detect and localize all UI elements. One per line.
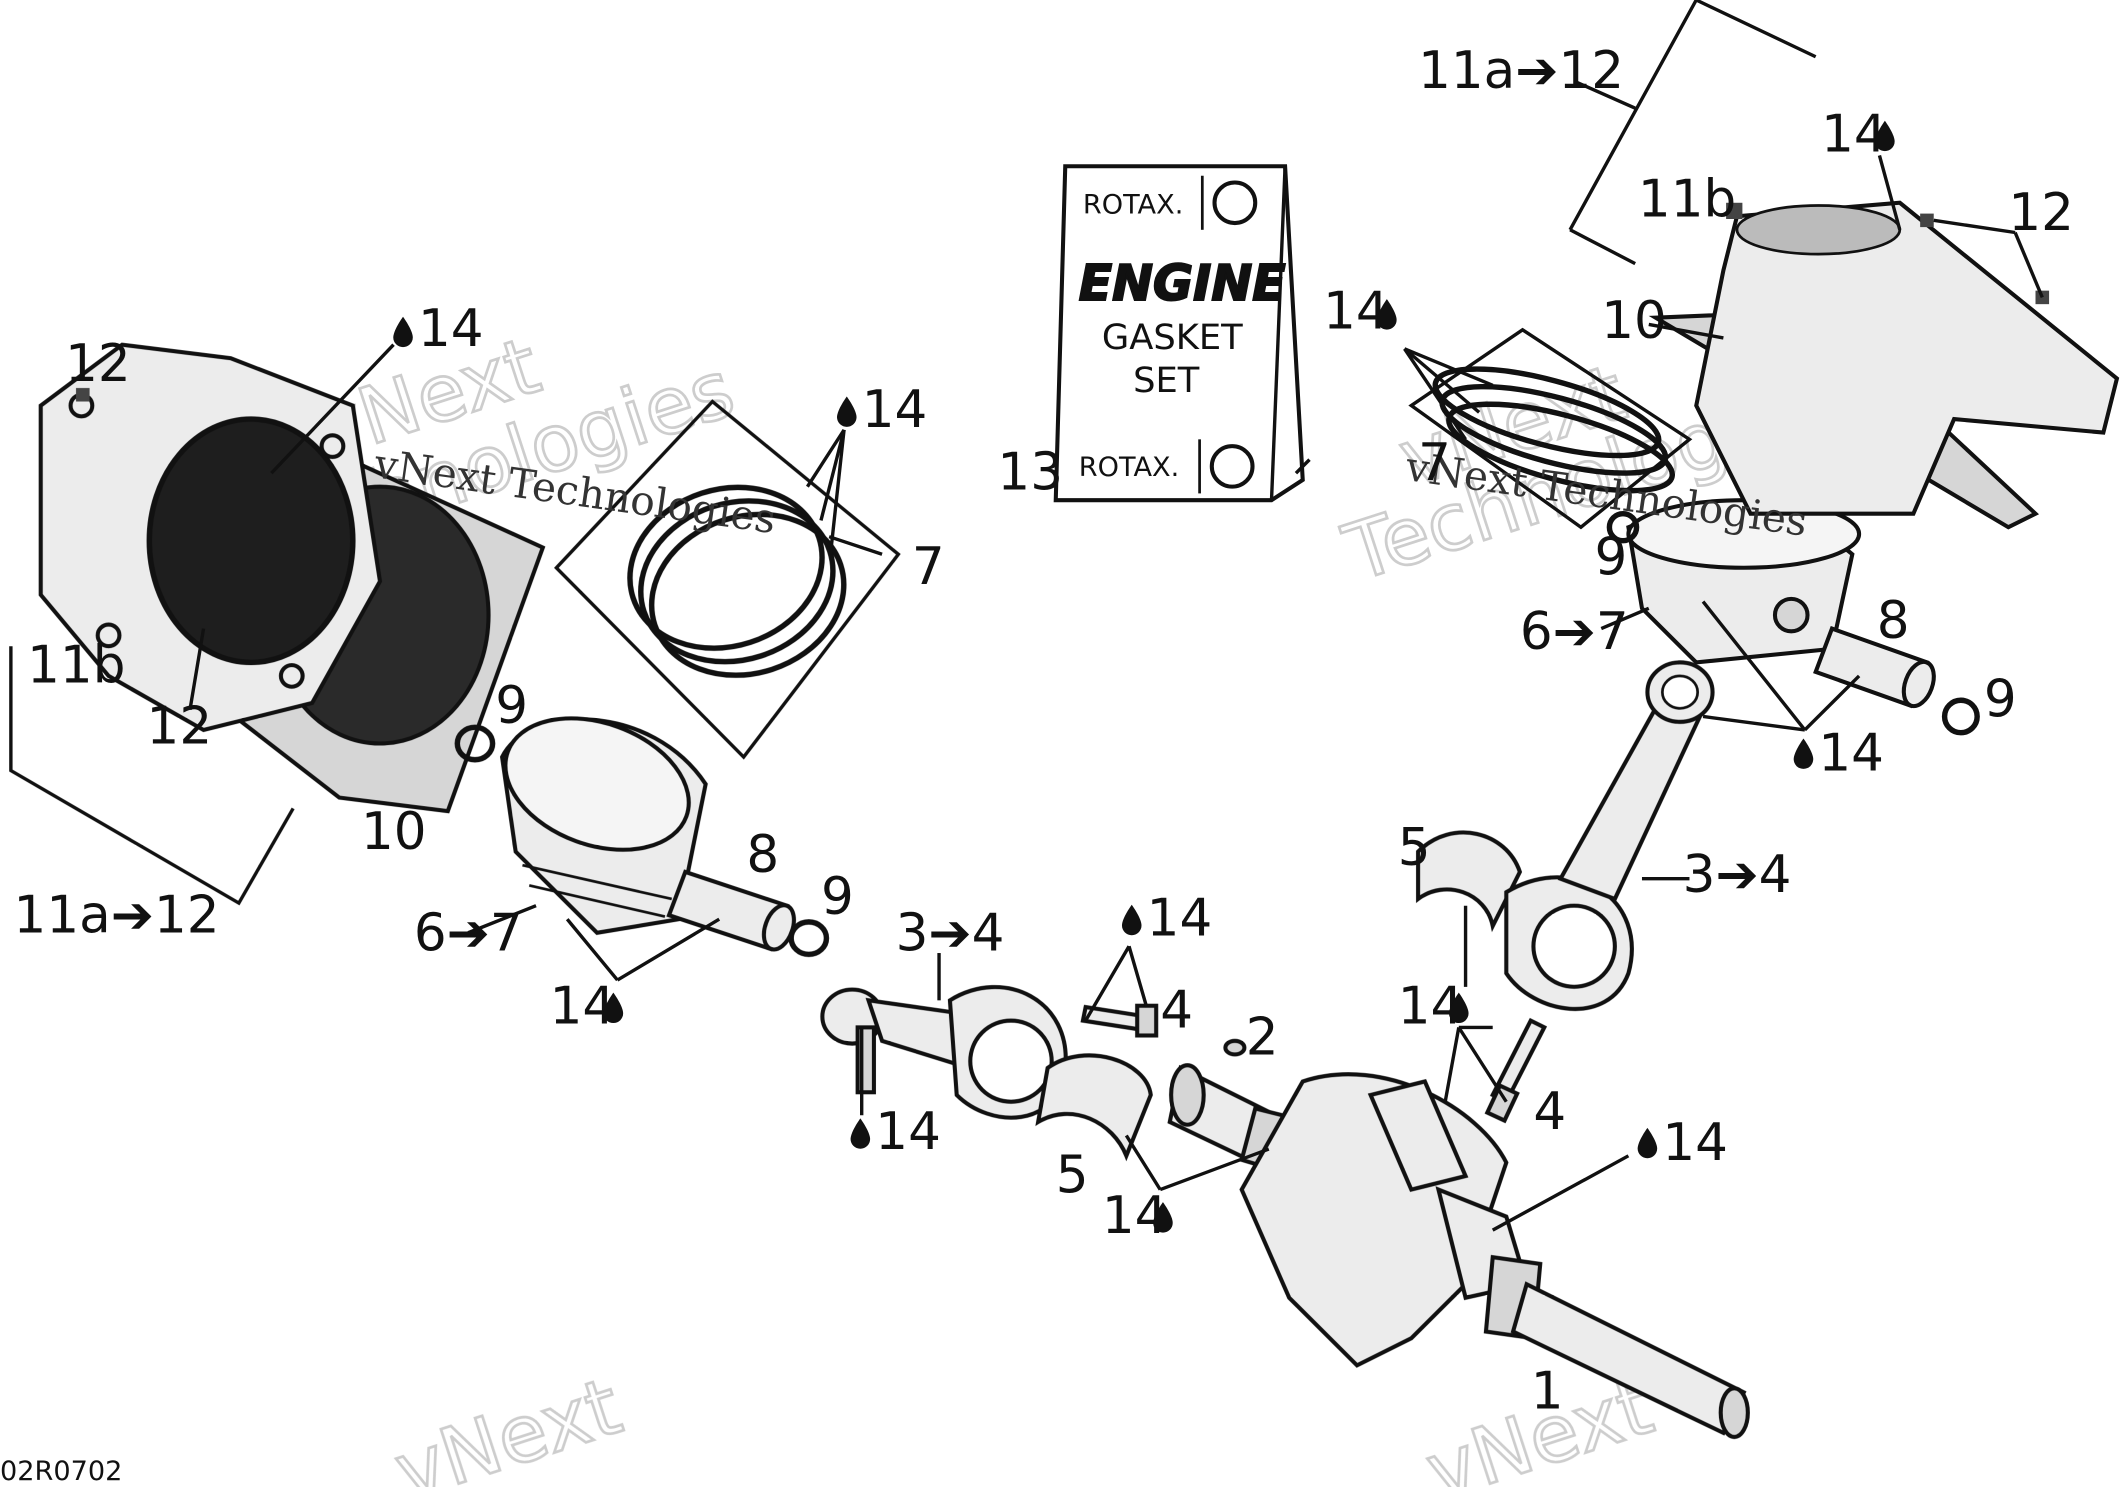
oil-drop-icon bbox=[850, 1118, 871, 1149]
left-connecting-rod bbox=[820, 985, 1068, 1120]
oil-drop-icon bbox=[1793, 738, 1814, 769]
callout-11a-12-top: 11a➔12 bbox=[1418, 41, 1624, 101]
callout-10-left: 10 bbox=[361, 802, 427, 862]
callout-12-left-2: 12 bbox=[147, 697, 213, 757]
left-circlip-a bbox=[454, 724, 496, 763]
callout-14-pin-left: 14 bbox=[550, 976, 616, 1036]
callout-9-right: 9 bbox=[1984, 670, 2017, 730]
callout-7-left: 7 bbox=[912, 537, 945, 597]
callout-4-left: 4 bbox=[1160, 980, 1193, 1040]
oil-drop-icon bbox=[393, 316, 413, 348]
kit-brand-top: ROTAX. bbox=[1083, 190, 1183, 221]
engine-gasket-set-kit: ROTAX. ENGINE GASKET SET ROTAX. bbox=[1053, 164, 1305, 503]
callout-14-rod-left: 14 bbox=[875, 1102, 941, 1162]
callout-14-pin-right: 14 bbox=[1818, 724, 1884, 784]
right-connecting-rod bbox=[1504, 660, 1715, 1011]
callout-14-top: 14 bbox=[1821, 104, 1887, 164]
callout-1: 1 bbox=[1531, 1362, 1564, 1422]
callout-8-left: 8 bbox=[746, 825, 779, 885]
callout-9-left: 9 bbox=[495, 676, 528, 736]
right-circlip-b bbox=[1941, 697, 1980, 736]
right-rod-bolt bbox=[1484, 1017, 1548, 1124]
woodruff-key bbox=[1223, 1038, 1247, 1057]
left-dowel-pin bbox=[75, 387, 90, 402]
callout-14-rings-right: 14 bbox=[1323, 282, 1389, 342]
right-rod-bearing bbox=[1416, 830, 1523, 933]
oil-drop-icon bbox=[1121, 904, 1142, 936]
callout-9-right-top: 9 bbox=[1594, 528, 1627, 588]
kit-title-gasket: GASKET bbox=[1102, 317, 1243, 358]
callout-11a-12-left: 11a➔12 bbox=[14, 886, 220, 946]
callout-5-left: 5 bbox=[1056, 1145, 1089, 1205]
callout-8-right: 8 bbox=[1877, 591, 1910, 651]
watermark-big-vnext-bl: vNext bbox=[385, 1360, 632, 1487]
left-kit-bracket bbox=[9, 646, 295, 906]
callout-12-top: 12 bbox=[2008, 183, 2074, 243]
callout-11b-top: 11b bbox=[1638, 169, 1736, 229]
right-circlip-a bbox=[1606, 510, 1640, 544]
callout-6-7-right: 6➔7 bbox=[1520, 602, 1629, 662]
callout-12-left: 12 bbox=[65, 334, 131, 394]
callout-14-left: 14 bbox=[418, 299, 484, 359]
callout-10-top: 10 bbox=[1601, 291, 1667, 351]
callout-3-4-left: 3➔4 bbox=[896, 903, 1005, 963]
leader-lines bbox=[188, 79, 2044, 1232]
left-circlip-b bbox=[788, 919, 830, 958]
callout-5-right: 5 bbox=[1398, 818, 1431, 878]
rotax-logo-icon-bottom bbox=[1209, 444, 1255, 489]
kit-title-set: SET bbox=[1133, 360, 1200, 401]
left-rings-box bbox=[554, 399, 901, 760]
right-cylinder bbox=[1694, 200, 2120, 516]
callout-14-rings-left: 14 bbox=[862, 380, 928, 440]
kit-title-engine: ENGINE bbox=[1079, 256, 1286, 312]
kit-brand-bottom: ROTAX. bbox=[1079, 452, 1179, 483]
callout-4-right: 4 bbox=[1533, 1082, 1566, 1142]
right-dowel-pin bbox=[1726, 202, 1743, 219]
oil-drop-icon bbox=[837, 396, 857, 427]
callout-14-bolt: 14 bbox=[1147, 889, 1213, 949]
callout-7-right: 7 bbox=[1418, 433, 1451, 493]
left-cylinder-bore bbox=[146, 416, 356, 666]
left-piston-pin bbox=[666, 869, 796, 952]
oil-drop-icon bbox=[1637, 1127, 1658, 1159]
callout-2: 2 bbox=[1246, 1008, 1279, 1068]
callout-6-7-left: 6➔7 bbox=[414, 903, 523, 963]
callout-3-4-right: 3➔4 bbox=[1683, 845, 1792, 905]
callout-11b-left: 11b bbox=[27, 636, 125, 696]
right-piston-pin bbox=[1813, 626, 1936, 709]
right-cylinder-block bbox=[1568, 0, 2120, 530]
left-piston bbox=[499, 716, 708, 935]
crankshaft bbox=[1167, 1063, 1750, 1440]
right-piston-rings bbox=[1408, 327, 1693, 530]
rotax-logo-icon bbox=[1212, 180, 1258, 226]
callout-13: 13 bbox=[997, 442, 1063, 502]
left-rod-bearing bbox=[1035, 1053, 1153, 1162]
reference-code: 02R0702 bbox=[0, 1456, 122, 1487]
callout-9-left-2: 9 bbox=[821, 867, 854, 927]
right-rings-box bbox=[1408, 327, 1693, 530]
right-piston bbox=[1626, 498, 1862, 665]
left-cylinder-block bbox=[9, 342, 546, 906]
callout-labels: 11a➔12 14 11b 12 10 14 7 9 6➔7 8 9 14 5 … bbox=[0, 41, 2074, 1487]
callout-14-crank-right: 14 bbox=[1662, 1113, 1728, 1173]
right-kit-bracket bbox=[1568, 0, 1817, 231]
left-rod-bolt bbox=[1080, 1003, 1159, 1038]
